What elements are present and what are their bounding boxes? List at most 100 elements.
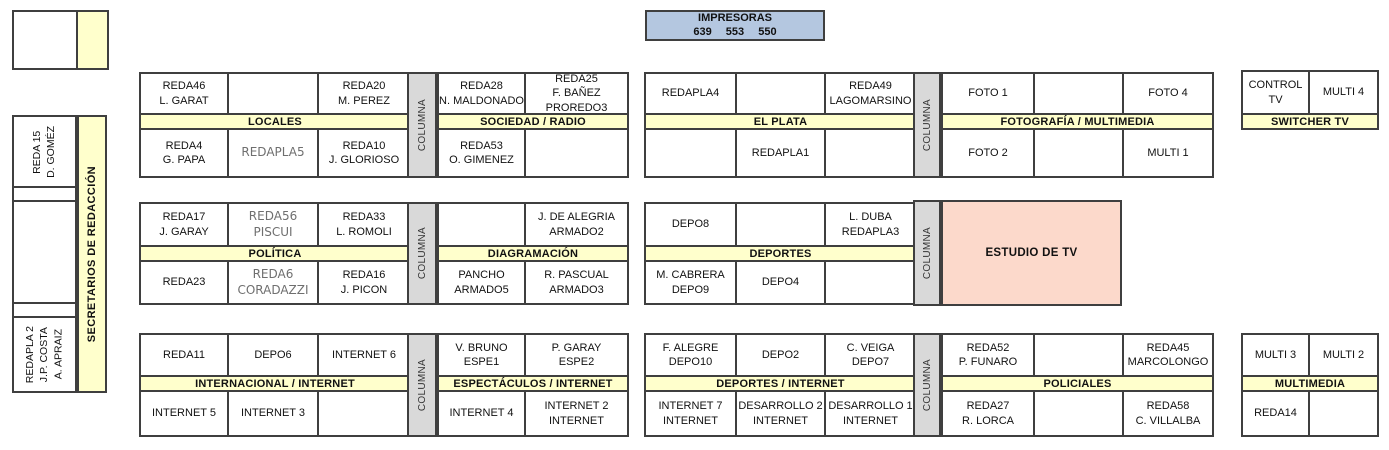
columna-strip: COLUMNA <box>407 72 437 178</box>
desk-cell: REDAPLA4 <box>646 74 737 115</box>
desk-cell: INTERNET 6 <box>319 335 409 377</box>
desk-cell: REDA25 F. BAÑEZ PROREDO3 <box>526 74 627 115</box>
desk-cell: DESARROLLO 1 INTERNET <box>826 390 915 435</box>
desk-cell: REDA53 O. GIMENEZ <box>439 128 526 176</box>
corner-desk-box <box>12 10 109 70</box>
desk-cell: REDAPLA5 <box>229 128 319 176</box>
columna-strip: COLUMNA <box>913 72 941 178</box>
desk-cell: REDA14 <box>1243 390 1310 435</box>
desk-cell <box>737 204 826 247</box>
desk-cell <box>14 304 75 318</box>
desk-cell: FOTO 1 <box>943 74 1035 115</box>
columna-label: COLUMNA <box>416 358 428 412</box>
estudio-label: ESTUDIO DE TV <box>985 247 1078 259</box>
columna-label: COLUMNA <box>921 358 933 412</box>
desk-cell <box>737 74 826 115</box>
desk-cell: L. DUBA REDAPLA3 <box>826 204 915 247</box>
desk-cell: INTERNET 5 <box>141 390 229 435</box>
section-band: DIAGRAMACIÓN <box>439 247 627 260</box>
section-band: POLÍTICA <box>141 247 409 260</box>
desk-cell: REDA49 LAGOMARSINO <box>826 74 915 115</box>
desk-cell: MULTI 1 <box>1124 128 1212 176</box>
desk-cell <box>1035 74 1124 115</box>
desk-cell: CONTROL TV <box>1243 72 1310 115</box>
desk-cell: REDA17 J. GARAY <box>141 204 229 247</box>
desk-cell: REDA58 C. VILLALBA <box>1124 390 1212 435</box>
desk-cell: REDA52 P. FUNARO <box>943 335 1035 377</box>
desk-cell <box>14 202 75 304</box>
desk-cell: R. PASCUAL ARMADO3 <box>526 260 627 303</box>
left-desk-column: REDA 15 D. GOMÉZ REDAPLA 2 J.P. COSTA A.… <box>12 115 77 393</box>
corner-yellow-strip <box>76 12 107 68</box>
desk-cell: M. CABRERA DEPO9 <box>646 260 737 303</box>
desk-cell <box>229 74 319 115</box>
desk-label: REDA 15 D. GOMÉZ <box>31 125 58 178</box>
desk-cell: REDA33 L. ROMOLI <box>319 204 409 247</box>
desk-cell <box>526 128 627 176</box>
desk-cell: V. BRUNO ESPE1 <box>439 335 526 377</box>
secretarios-label: SECRETARIOS DE REDACCIÓN <box>86 165 98 343</box>
desk-cell: PANCHO ARMADO5 <box>439 260 526 303</box>
desk-cell: REDA6 CORADAZZI <box>229 260 319 303</box>
desk-cell: REDA10 J. GLORIOSO <box>319 128 409 176</box>
desk-cell: REDA27 R. LORCA <box>943 390 1035 435</box>
section-band: FOTOGRAFÍA / MULTIMEDIA <box>943 115 1212 128</box>
section-band: ESPECTÁCULOS / INTERNET <box>439 377 627 390</box>
desk-cell <box>826 260 915 303</box>
impresoras-title: IMPRESORAS <box>698 12 772 25</box>
columna-label: COLUMNA <box>416 227 428 280</box>
desk-cell: REDA16 J. PICON <box>319 260 409 303</box>
desk-cell <box>439 204 526 247</box>
desk-cell: DEPO2 <box>737 335 826 377</box>
columna-label: COLUMNA <box>921 98 933 152</box>
desk-cell: REDA23 <box>141 260 229 303</box>
desk-cell <box>826 128 915 176</box>
columna-strip: COLUMNA <box>407 202 437 305</box>
desk-cell: INTERNET 3 <box>229 390 319 435</box>
columna-strip: COLUMNA <box>913 333 941 437</box>
desk-cell: REDAPLA 2 J.P. COSTA A. APRAIZ <box>14 318 75 391</box>
desk-cell: REDA4 G. PAPA <box>141 128 229 176</box>
section-band: SOCIEDAD / RADIO <box>439 115 627 128</box>
section-band: DEPORTES / INTERNET <box>646 377 915 390</box>
desk-cell: REDA56 PISCUI <box>229 204 319 247</box>
desk-cell <box>1035 335 1124 377</box>
desk-cell: F. ALEGRE DEPO10 <box>646 335 737 377</box>
desk-cell: C. VEIGA DEPO7 <box>826 335 915 377</box>
desk-cell: DESARROLLO 2 INTERNET <box>737 390 826 435</box>
desk-cell: DEPO8 <box>646 204 737 247</box>
section-band: POLICIALES <box>943 377 1212 390</box>
desk-cell: P. GARAY ESPE2 <box>526 335 627 377</box>
desk-cell: J. DE ALEGRIA ARMADO2 <box>526 204 627 247</box>
desk-cell: REDA 15 D. GOMÉZ <box>14 117 75 188</box>
desk-cell: REDAPLA1 <box>737 128 826 176</box>
section-band: DEPORTES <box>646 247 915 260</box>
desk-cell <box>14 188 75 202</box>
desk-cell: MULTI 3 <box>1243 335 1310 377</box>
desk-cell: REDA46 L. GARAT <box>141 74 229 115</box>
section-band: MULTIMEDIA <box>1243 377 1377 390</box>
desk-cell: REDA11 <box>141 335 229 377</box>
desk-cell: INTERNET 4 <box>439 390 526 435</box>
desk-cell: DEPO4 <box>737 260 826 303</box>
impresoras-numbers: 639 553 550 <box>693 25 777 38</box>
desk-cell: DEPO6 <box>229 335 319 377</box>
desk-cell <box>646 128 737 176</box>
desk-cell <box>1035 390 1124 435</box>
desk-cell <box>319 390 409 435</box>
desk-cell: FOTO 2 <box>943 128 1035 176</box>
columna-strip: COLUMNA <box>407 333 437 437</box>
columna-label: COLUMNA <box>921 226 933 280</box>
impresoras-box: IMPRESORAS 639 553 550 <box>645 10 825 41</box>
section-band: SWITCHER TV <box>1243 115 1377 128</box>
desk-cell <box>1035 128 1124 176</box>
